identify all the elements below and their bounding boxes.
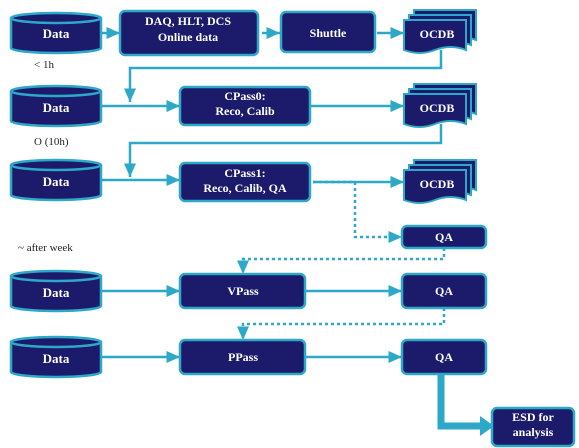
data-cylinder-5	[9, 335, 103, 379]
cpass0-label-line1: CPass0:	[224, 89, 265, 103]
arrow-ocdb2-cpass1	[124, 124, 443, 177]
cpass0-label-line2: Reco, Calib	[215, 104, 275, 118]
data-label-5: Data	[43, 351, 70, 366]
cpass1-box	[178, 161, 312, 203]
connectors	[102, 27, 443, 363]
daq-label-line1: DAQ, HLT, DCS	[145, 14, 231, 28]
cpass1-label-line1: CPass1:	[224, 166, 265, 180]
ocdb-label-2: OCDB	[420, 101, 455, 115]
daq-hlt-dcs-box	[118, 9, 260, 57]
data-cylinder-2	[9, 84, 103, 128]
thick-arrow-qa5-esd	[437, 375, 494, 436]
cpass1-label-line2: Reco, Calib, QA	[203, 181, 287, 195]
data-label-1: Data	[43, 26, 70, 41]
qa-label-4: QA	[435, 284, 453, 298]
data-label-4: Data	[43, 285, 70, 300]
esd-label-line1: ESD for	[512, 410, 554, 424]
data-cylinder-3	[9, 158, 103, 202]
qa-box-5	[400, 338, 488, 376]
data-cylinder-1	[9, 11, 103, 55]
ppass-box	[178, 338, 307, 376]
vpass-box	[178, 272, 307, 310]
arrow-ocdb1-cpass0	[124, 50, 443, 102]
note-after-week: ~ after week	[18, 242, 73, 254]
dotted-arrow-qa3-vpass	[237, 248, 446, 274]
ocdb-label-1: OCDB	[420, 27, 455, 41]
ocdb-doc-3	[403, 159, 477, 204]
data-label-2: Data	[43, 100, 70, 115]
shuttle-label: Shuttle	[310, 26, 347, 40]
vpass-label: VPass	[227, 284, 259, 298]
ppass-label: PPass	[228, 350, 258, 364]
note-o-10h: O (10h)	[34, 136, 69, 148]
qa-box-3	[400, 224, 488, 250]
data-label-3: Data	[43, 174, 70, 189]
cpass0-box	[178, 85, 312, 127]
data-cylinder-4	[9, 269, 103, 313]
dotted-arrow-qa4-ppass	[237, 308, 446, 340]
ocdb-doc-1	[403, 9, 477, 54]
ocdb-doc-2	[403, 83, 477, 128]
dotted-connectors	[237, 180, 446, 340]
daq-label-line2: Online data	[158, 30, 218, 44]
shuttle-box	[279, 10, 377, 54]
qa-label-5: QA	[435, 350, 453, 364]
esd-box	[490, 406, 576, 448]
esd-label-line2: analysis	[513, 425, 554, 439]
qa-box-4	[400, 272, 488, 310]
note-less-than-1h: < 1h	[34, 59, 54, 71]
ocdb-label-3: OCDB	[420, 177, 455, 191]
dotted-arrow-cpass1-qa3	[313, 180, 402, 243]
qa-label-3: QA	[435, 230, 453, 244]
